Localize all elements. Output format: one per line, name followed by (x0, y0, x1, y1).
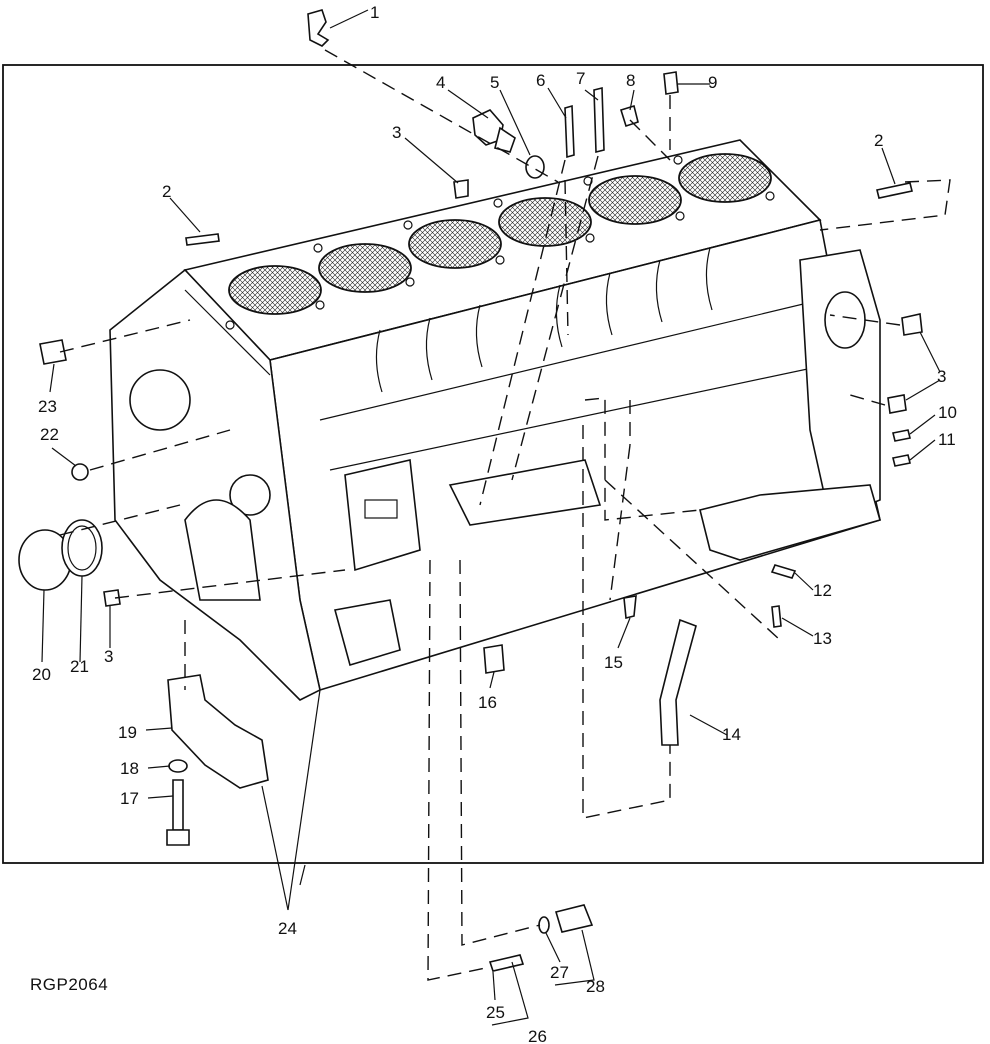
callout-2-right: 2 (874, 131, 883, 150)
callout-10: 10 (938, 403, 957, 422)
callout-3-top: 3 (392, 123, 401, 142)
callout-13: 13 (813, 629, 832, 648)
callout-18: 18 (120, 759, 139, 778)
callout-17: 17 (120, 789, 139, 808)
callout-3-right: 3 (937, 367, 946, 386)
callout-26: 26 (528, 1027, 547, 1044)
callout-14: 14 (722, 725, 741, 744)
alignment-lines (59, 49, 951, 981)
callout-1: 1 (370, 3, 379, 22)
callout-20: 20 (32, 665, 51, 684)
callout-9: 9 (708, 73, 717, 92)
callout-8: 8 (626, 71, 635, 90)
callout-16: 16 (478, 693, 497, 712)
callout-11: 11 (938, 430, 956, 449)
callout-25: 25 (486, 1003, 505, 1022)
diagram-frame (2, 64, 984, 864)
figure-code: RGP2064 (30, 975, 108, 994)
cylinder-block (109, 139, 881, 701)
leader-lines (41, 9, 941, 1026)
callout-19: 19 (118, 723, 137, 742)
callout-28: 28 (586, 977, 605, 996)
exploded-parts (18, 9, 923, 972)
callout-2-left: 2 (162, 182, 171, 201)
callout-22: 22 (40, 425, 59, 444)
callout-3-left: 3 (104, 647, 113, 666)
callout-15: 15 (604, 653, 623, 672)
callout-23: 23 (38, 397, 57, 416)
callout-6: 6 (536, 71, 545, 90)
callout-24: 24 (278, 919, 297, 938)
callout-12: 12 (813, 581, 832, 600)
callout-7: 7 (576, 69, 585, 88)
callout-labels: 1 2 2 3 3 3 3 4 5 6 7 8 9 10 11 12 13 14… (32, 3, 957, 1044)
callout-27: 27 (550, 963, 569, 982)
callout-4: 4 (436, 73, 445, 92)
callout-5: 5 (490, 73, 499, 92)
callout-21: 21 (70, 657, 89, 676)
